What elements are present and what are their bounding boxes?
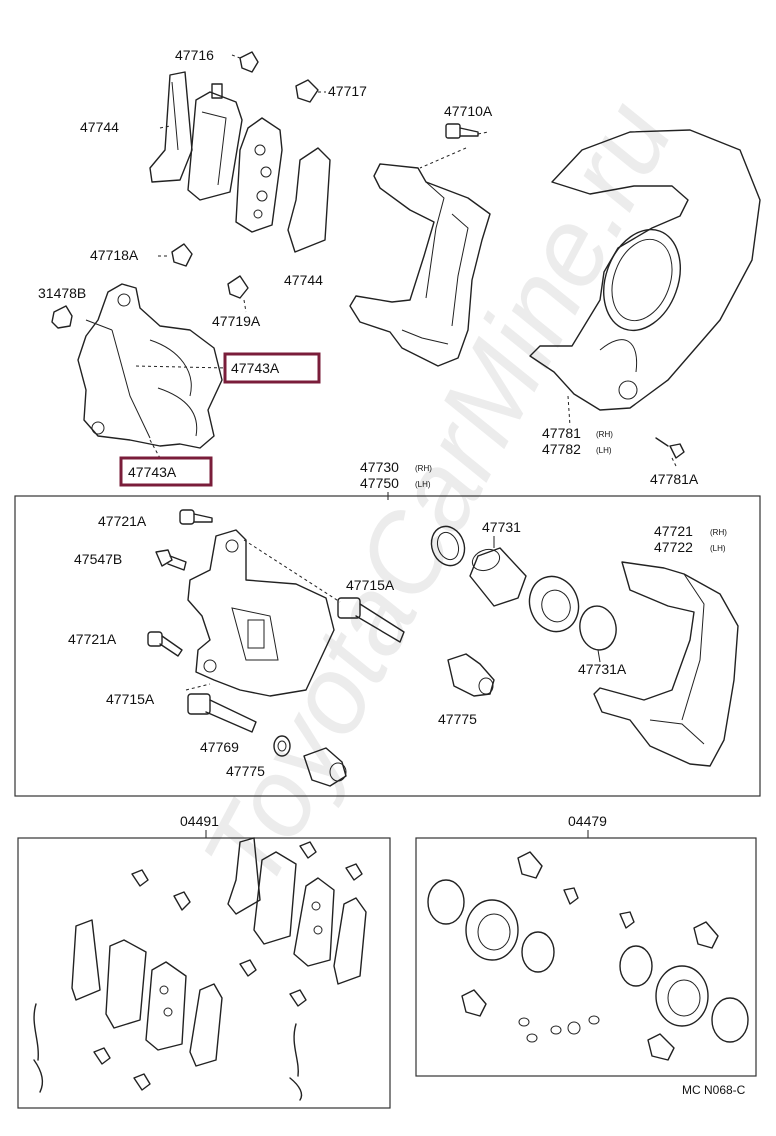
slide-pin-47715A-lower [187, 693, 257, 733]
label-47781: 47781 [542, 425, 581, 441]
label-47721A-2: 47721A [68, 631, 117, 647]
label-31478B: 31478B [38, 285, 86, 301]
clip-47718A [171, 243, 193, 267]
label-47717: 47717 [328, 83, 367, 99]
label-47721-rh: (RH) [710, 528, 727, 537]
pad-kit-contents [33, 837, 367, 1101]
label-47743A-lower: 47743A [128, 464, 177, 480]
clip-47719A [227, 275, 249, 299]
label-47718A: 47718A [90, 247, 139, 263]
caliper-assembly-top [77, 283, 223, 449]
label-47710A: 47710A [444, 103, 493, 119]
label-47730: 47730 [360, 459, 399, 475]
boot-47775-upper [447, 653, 495, 697]
anti-squeal-shim [235, 117, 283, 233]
label-47775-lower: 47775 [226, 763, 265, 779]
cylinder-kit-contents [427, 851, 749, 1061]
label-47715A-1: 47715A [346, 577, 395, 593]
label-47731A: 47731A [578, 661, 627, 677]
watermark-text: ToyotaCarMine.ru [179, 82, 696, 908]
label-47722: 47722 [654, 539, 693, 555]
piston-seal-ring [430, 525, 466, 567]
label-47744-top: 47744 [80, 119, 119, 135]
label-04491: 04491 [180, 813, 219, 829]
bolt-47721A-lower [147, 631, 183, 657]
label-47731: 47731 [482, 519, 521, 535]
highlight-47743A-lower [119, 456, 213, 487]
label-47722-lh: (LH) [710, 544, 726, 553]
boot-47775-lower [303, 747, 347, 787]
caliper-bracket-right [593, 561, 739, 767]
label-47781A: 47781A [650, 471, 699, 487]
label-47750-lh: (LH) [415, 480, 431, 489]
pad-kit-frame-04491 [17, 837, 391, 1109]
label-47782-lh: (LH) [596, 446, 612, 455]
label-47750: 47750 [360, 475, 399, 491]
label-47744-mid: 47744 [284, 272, 323, 288]
label-47721A-1: 47721A [98, 513, 147, 529]
label-47781-rh: (RH) [596, 430, 613, 439]
highlight-47743A-upper [223, 352, 321, 384]
label-47716: 47716 [175, 47, 214, 63]
brake-pad-right [287, 147, 331, 253]
brake-pad-outer [149, 71, 193, 183]
bleeder-cap-31478B [51, 305, 73, 329]
clip-47717 [295, 79, 319, 103]
label-47769: 47769 [200, 739, 239, 755]
footer-code: MC N068-C [682, 1083, 746, 1097]
bleeder-plug-47547B [155, 549, 187, 571]
clip-47716 [239, 51, 259, 73]
label-47775-upper: 47775 [438, 711, 477, 727]
seal-47731A [579, 605, 617, 651]
caliper-assembly-frame [14, 495, 761, 797]
disc-dust-shield [529, 129, 761, 411]
bolt-47781A [655, 437, 685, 459]
bolt-47710A [445, 123, 479, 139]
piston-47731 [469, 547, 527, 607]
label-47782: 47782 [542, 441, 581, 457]
caliper-cylinder [187, 529, 335, 697]
bolt-47721A-upper [179, 509, 213, 525]
label-47721: 47721 [654, 523, 693, 539]
bushing-47769 [273, 735, 291, 757]
cylinder-boot [528, 575, 580, 633]
label-47547B: 47547B [74, 551, 122, 567]
caliper-bracket [349, 163, 491, 367]
label-04479: 04479 [568, 813, 607, 829]
brake-pad-inner [187, 83, 243, 201]
label-47719A: 47719A [212, 313, 261, 329]
label-47715A-2: 47715A [106, 691, 155, 707]
label-47743A-upper: 47743A [231, 360, 280, 376]
label-47730-rh: (RH) [415, 464, 432, 473]
slide-pin-47715A-upper [337, 597, 405, 643]
cylinder-kit-frame-04479 [415, 837, 757, 1077]
